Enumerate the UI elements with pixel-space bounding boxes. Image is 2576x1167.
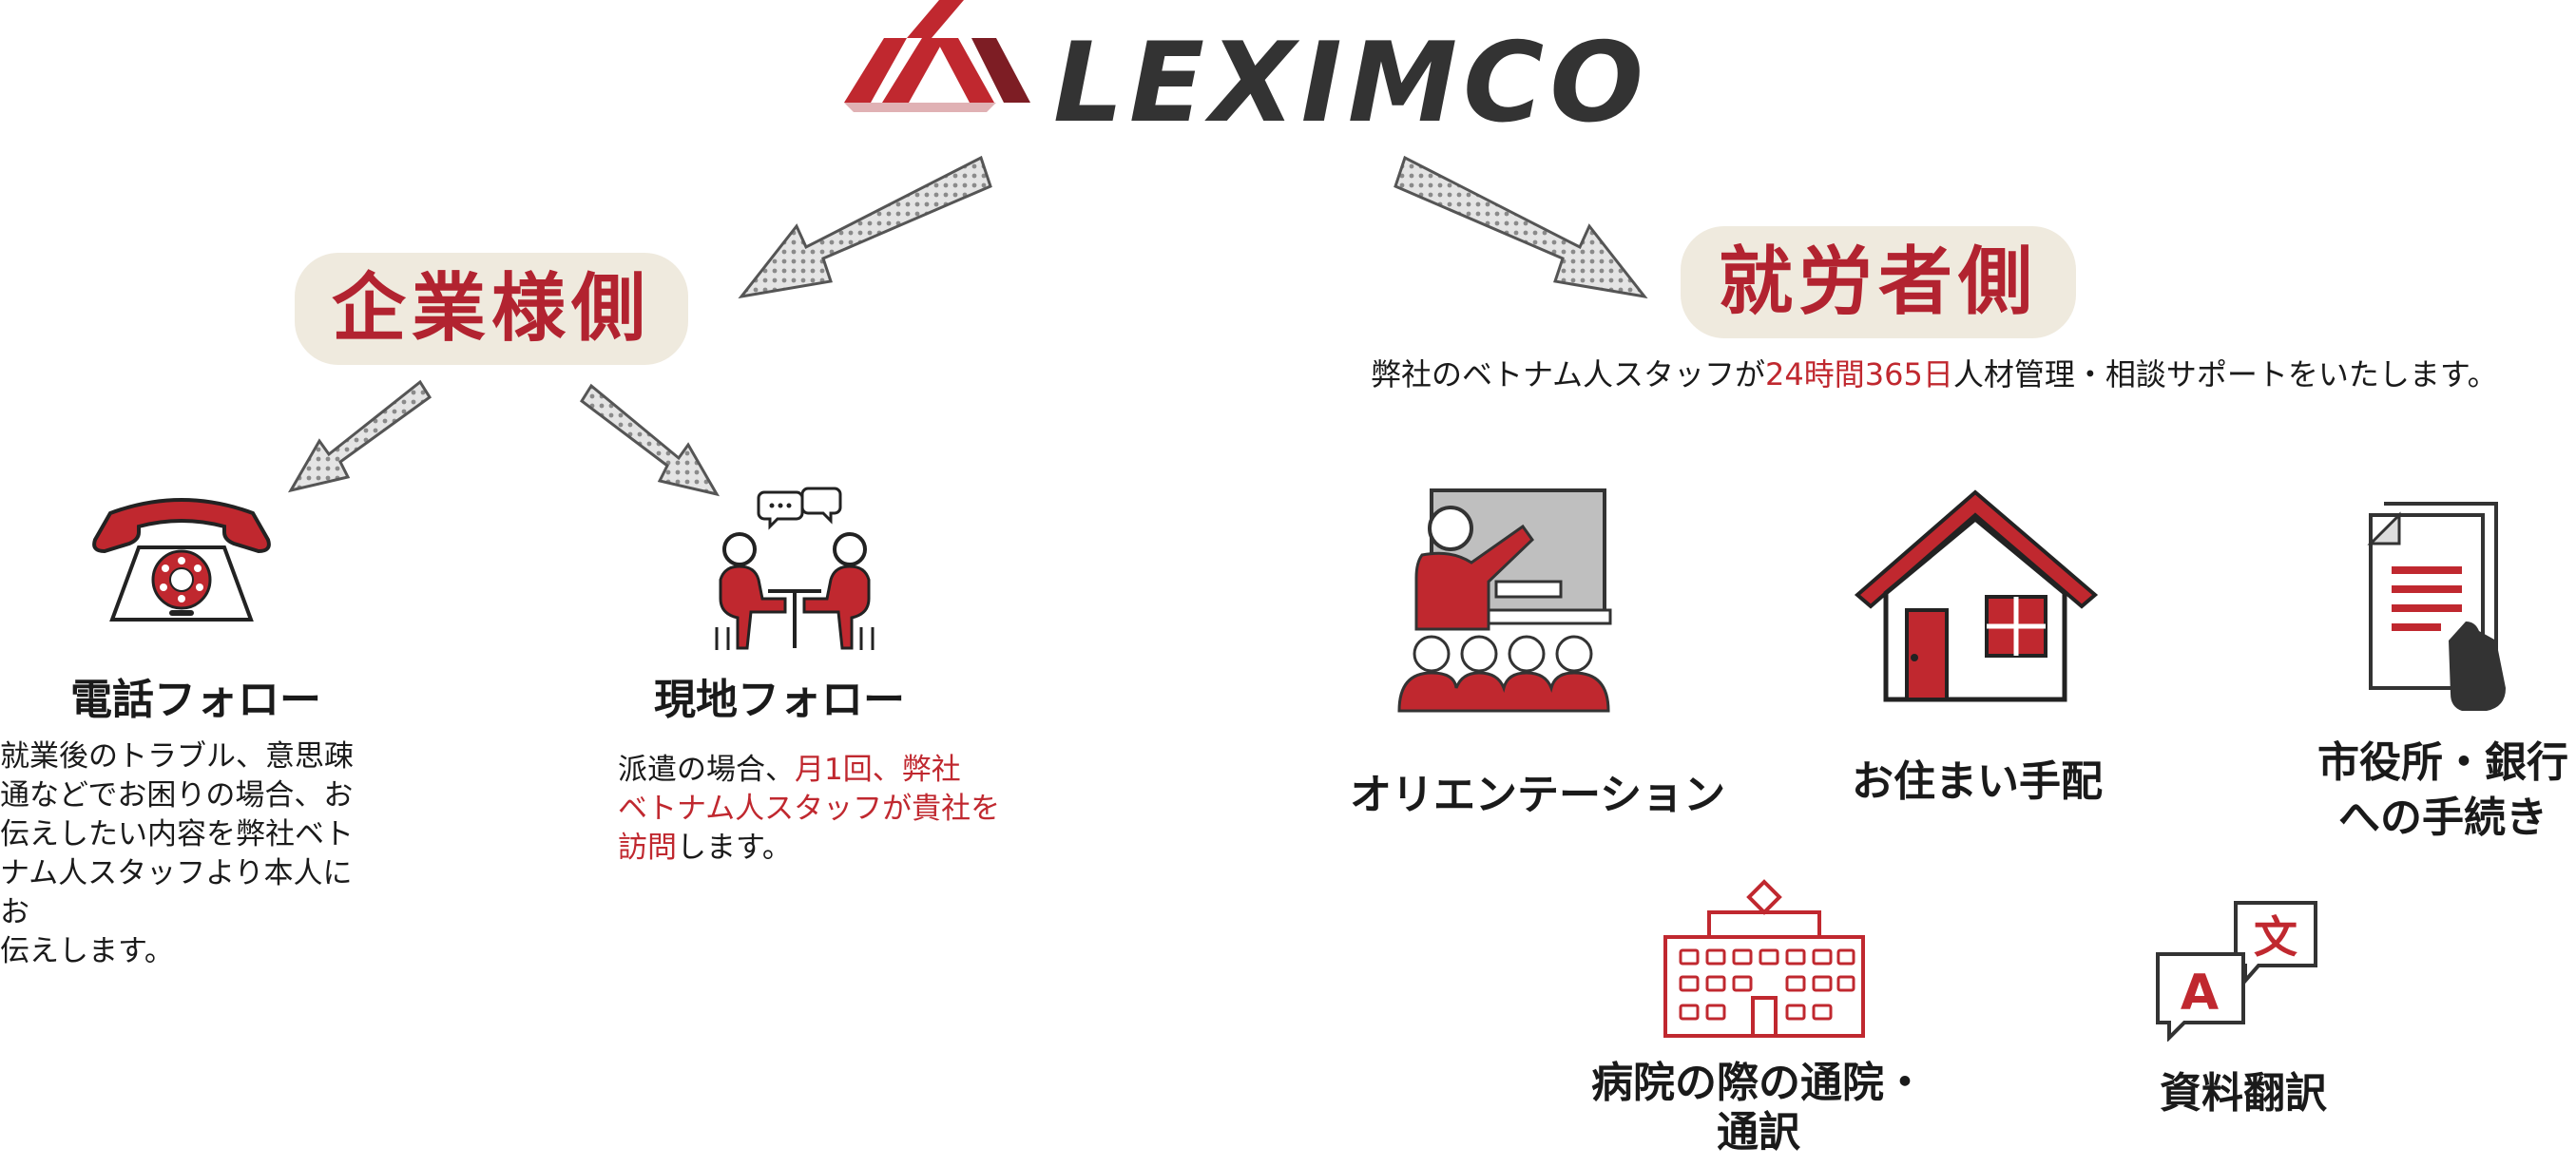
- worker-side-title: 就労者側: [1681, 226, 2076, 338]
- city-office-label: 市役所・銀行 への手続き: [2300, 736, 2576, 846]
- logo-mark-icon: [844, 0, 1034, 114]
- arrow-icon: [732, 152, 998, 304]
- desc-text: します。: [677, 831, 792, 865]
- subtitle-text: 人材管理・相談サポートをいたします。: [1952, 356, 2498, 392]
- telephone-icon: [82, 494, 281, 627]
- desc-highlight: 月1回、弊社: [795, 753, 961, 787]
- translation-label: 資料翻訳: [2160, 1069, 2327, 1118]
- document-hand-icon: [2363, 498, 2525, 717]
- phone-follow-label: 電話フォロー: [70, 676, 321, 724]
- desc-line: 伝えします。: [0, 934, 174, 968]
- company-side-title: 企業様側: [295, 253, 688, 365]
- arrow-icon: [1388, 152, 1654, 304]
- desc-line: 就業後のトラブル、意思疎: [0, 739, 354, 774]
- orientation-label: オリエンテーション: [1350, 771, 1726, 819]
- svg-text:文: 文: [2254, 911, 2297, 963]
- housing-label: お住まい手配: [1852, 757, 2103, 806]
- desc-line: 通などでお困りの場合、お: [0, 778, 354, 813]
- desc-line: 派遣の場合、月1回、弊社: [618, 751, 1017, 790]
- hospital-line: 病院の際の通院・: [1591, 1059, 1926, 1107]
- desc-line: 訪問します。: [618, 829, 1017, 868]
- subtitle-text: 弊社のベトナム人スタッフが: [1371, 356, 1766, 392]
- worker-side-subtitle: 弊社のベトナム人スタッフが24時間365日人材管理・相談サポートをいたします。: [1371, 355, 2540, 394]
- arrow-icon: [578, 382, 721, 500]
- hospital-label: 病院の際の通院・ 通訳: [1559, 1059, 1958, 1157]
- desc-text: 派遣の場合、: [618, 753, 795, 787]
- hospital-line: 通訳: [1717, 1108, 1800, 1157]
- desc-line: ナム人スタッフより本人にお: [0, 856, 353, 929]
- arrow-icon: [285, 378, 437, 498]
- desc-line: 伝えしたい内容を弊社ベト: [0, 817, 354, 851]
- hospital-icon: [1662, 878, 1867, 1040]
- city-office-line: への手続き: [2338, 794, 2547, 842]
- subtitle-highlight: 24時間365日: [1765, 356, 1953, 392]
- teacher-icon: [1394, 487, 1622, 715]
- onsite-follow-label: 現地フォロー: [654, 676, 905, 724]
- desc-highlight: 訪問: [618, 831, 677, 865]
- translation-icon: 文 A: [2154, 899, 2321, 1042]
- logo-wordmark: LEXIMCO: [1053, 19, 1649, 147]
- meeting-icon: [709, 485, 880, 652]
- house-icon: [1854, 488, 2101, 703]
- onsite-follow-description: 派遣の場合、月1回、弊社 ベトナム人スタッフが貴社を 訪問します。: [618, 751, 1017, 868]
- phone-follow-description: 就業後のトラブル、意思疎 通などでお困りの場合、お 伝えしたい内容を弊社ベト ナ…: [0, 737, 380, 971]
- desc-line: ベトナム人スタッフが貴社を: [618, 792, 1001, 826]
- city-office-line: 市役所・銀行: [2317, 738, 2568, 787]
- svg-text:A: A: [2181, 965, 2219, 1022]
